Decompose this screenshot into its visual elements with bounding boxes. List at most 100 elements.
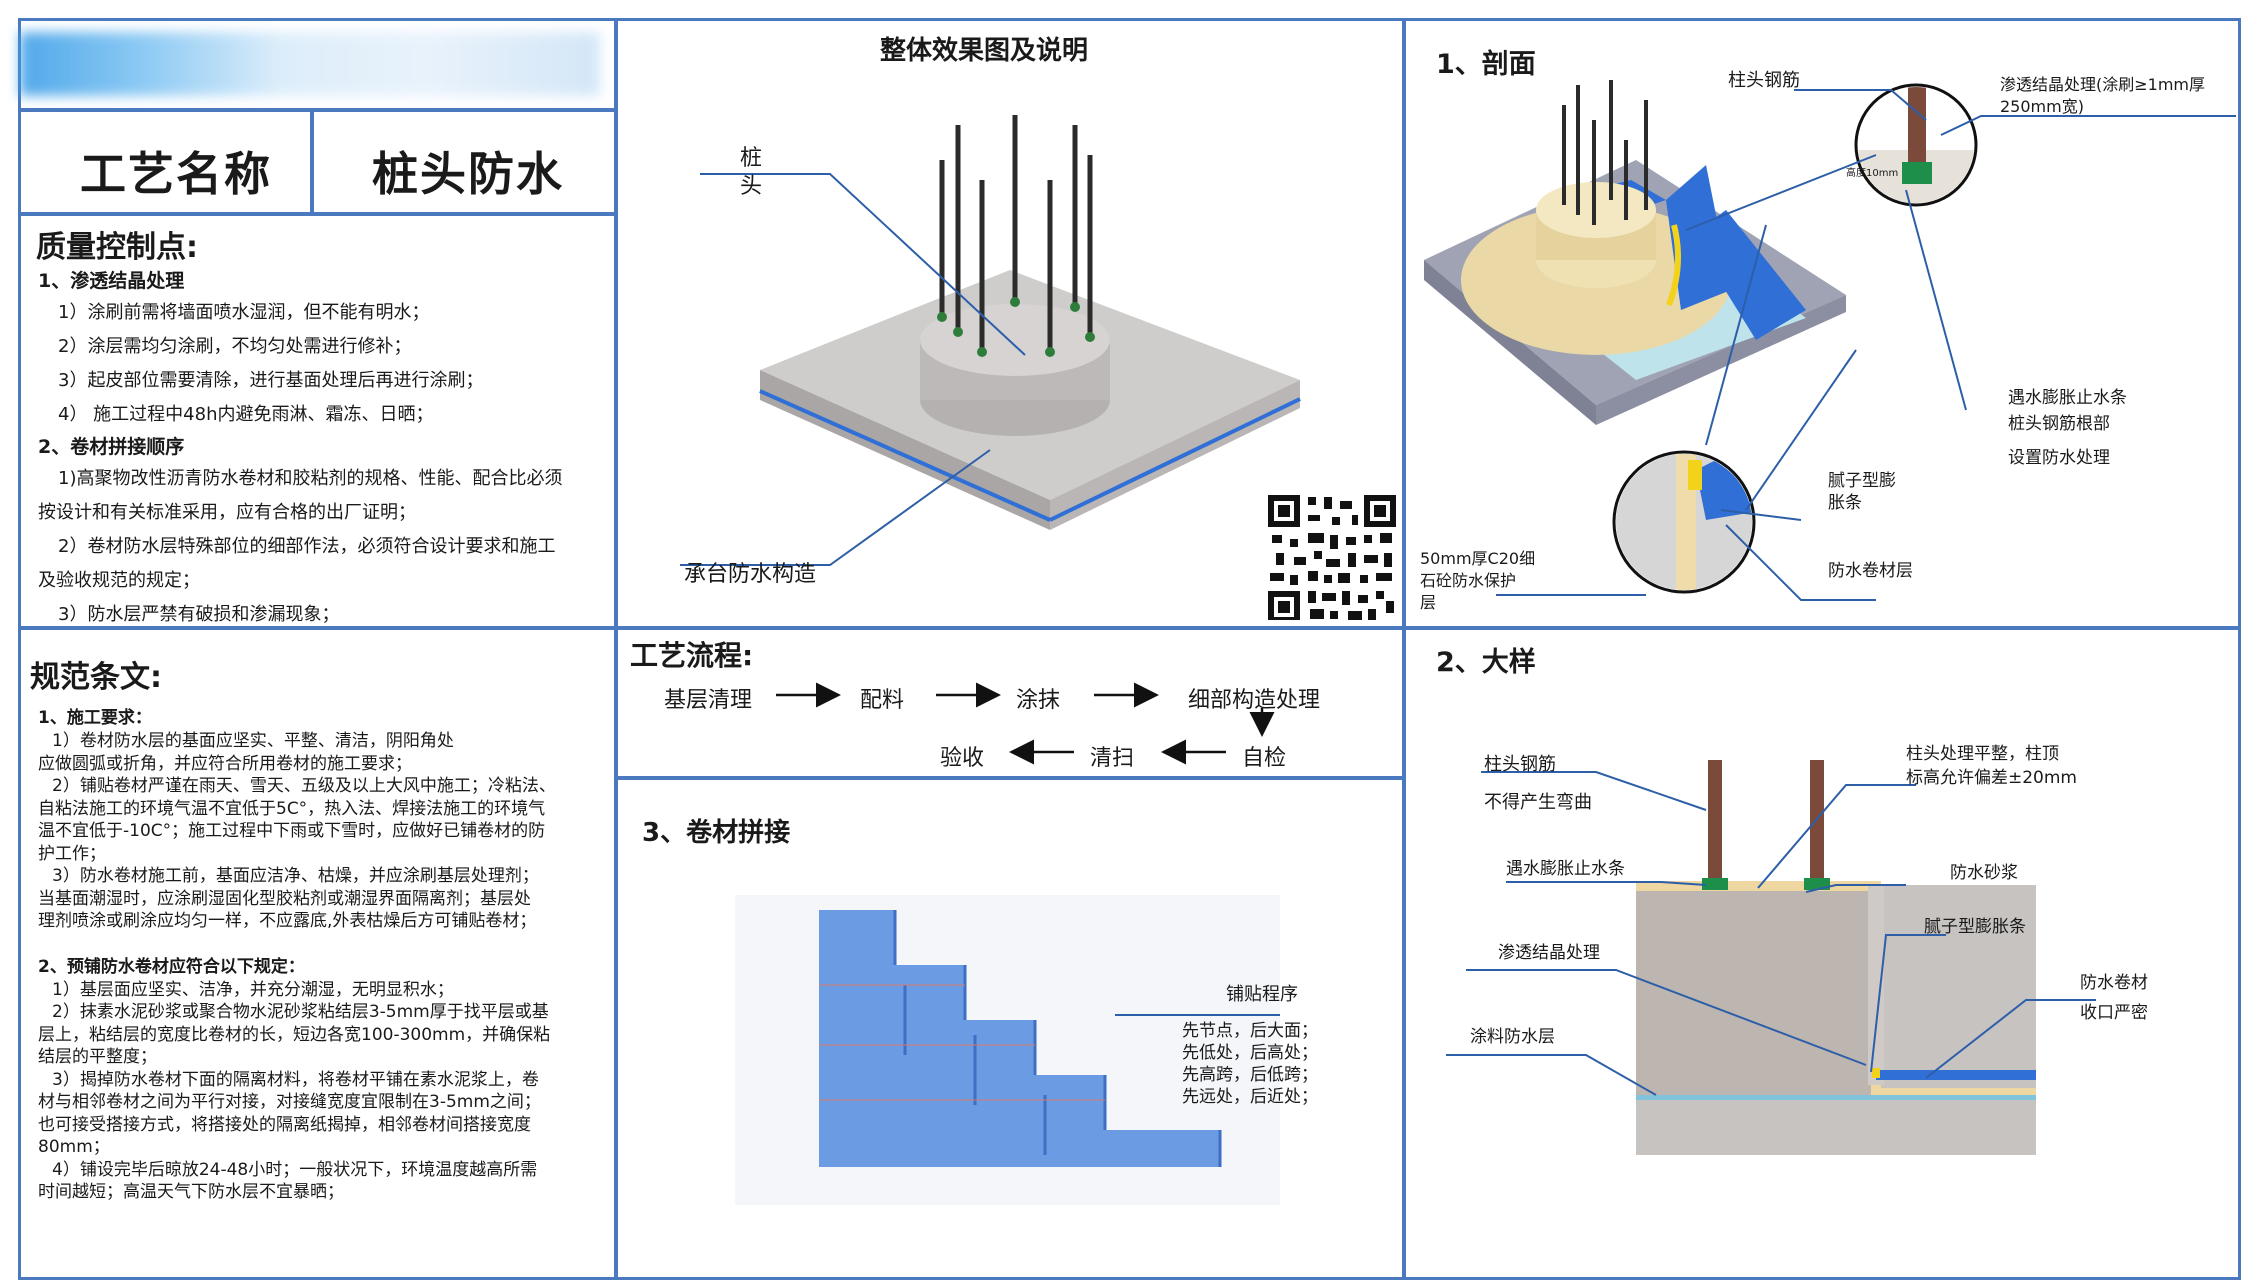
section-rebar-label: 柱头钢筋	[1728, 70, 1800, 91]
section-protect-line: 层	[1420, 593, 1437, 612]
spec-line: 材与相邻卷材之间为平行对接，对接缝宽度宜限制在3-5mm之间；	[38, 1092, 541, 1112]
flow-under	[614, 776, 1404, 780]
process-name-label: 工艺名称	[80, 147, 272, 201]
section-protect-label: 50mm厚C20细 石砼防水保护 层	[1420, 548, 1535, 614]
detail-crystal-label: 渗透结晶处理	[1498, 943, 1600, 963]
section-height-tag: 高度10mm	[1846, 168, 1899, 179]
detail-rebar-label: 柱头钢筋 不得产生弯曲	[1484, 746, 1592, 822]
flow-step-base-clean: 基层清理	[664, 688, 753, 713]
spec-s2-title: 2、预铺防水卷材应符合以下规定：	[38, 956, 305, 977]
spec-line: 应做圆弧或折角，并应符合所用卷材的施工要求；	[38, 753, 412, 774]
spec-s1-title: 1、施工要求：	[38, 708, 152, 728]
detail-mortar-label: 防水砂浆	[1950, 863, 2018, 883]
flow-step-selfcheck: 自检	[1242, 746, 1287, 771]
section-putty-label: 腻子型膨 胀条	[1828, 470, 1896, 514]
spec-line: 结层的平整度；	[38, 1047, 157, 1067]
section-crystal-line: 渗透结晶处理(涂刷≥1mm厚	[2000, 75, 2206, 94]
detail-swell-label: 遇水膨胀止水条	[1506, 859, 1625, 879]
detail-rebar-line: 不得产生弯曲	[1484, 792, 1592, 813]
spec-heading: 规范条文:	[30, 660, 162, 695]
spec-body: 1、施工要求： 1）卷材防水层的基面应坚实、平整、清洁，阴阳角处 应做圆弧或折角…	[38, 706, 610, 1204]
section-swell-label: 遇水膨胀止水条 桩头钢筋根部 设置防水处理	[2008, 385, 2127, 471]
detail-top-line: 柱头处理平整，柱顶	[1906, 744, 2059, 764]
detail-membrane-label: 防水卷材 收口严密	[2080, 968, 2148, 1028]
cap-label: 承台防水构造	[684, 562, 817, 587]
joint-proc-list: 先节点，后大面； 先低处，后高处； 先高跨，后低跨； 先远处，后近处；	[1182, 1020, 1318, 1108]
joint-proc-title: 铺贴程序	[1226, 984, 1298, 1005]
quality-s1-item: 2）涂层需均匀涂刷，不均匀处需进行修补；	[58, 336, 412, 357]
detail-title: 2、大样	[1436, 647, 1536, 678]
divider-col2	[1402, 18, 1406, 1280]
spec-line: 80mm；	[38, 1137, 110, 1157]
section-crystal-label: 渗透结晶处理(涂刷≥1mm厚 250mm宽)	[2000, 74, 2205, 118]
frame-top	[18, 18, 2240, 21]
spec-line: 2）铺贴卷材严谨在雨天、雪天、五级及以上大风中施工；冷粘法、	[52, 776, 556, 796]
pile-head-label-1: 桩	[740, 146, 763, 171]
frame-left	[18, 18, 21, 1280]
quality-heading: 质量控制点:	[36, 230, 198, 265]
title-under	[18, 212, 616, 216]
section-swell-line: 设置防水处理	[2008, 448, 2110, 468]
detail-top-line: 标高允许偏差±20mm	[1906, 768, 2077, 788]
section-putty-line: 腻子型膨	[1828, 471, 1896, 491]
joint-proc-line: 先节点，后大面；	[1182, 1021, 1318, 1041]
spec-line: 层上，粘结层的宽度比卷材的长，短边各宽100-300mm，并确保粘	[38, 1024, 551, 1045]
detail-membrane-line: 防水卷材	[2080, 973, 2148, 993]
joint-title: 3、卷材拼接	[642, 818, 791, 848]
section-membrane-label: 防水卷材层	[1828, 561, 1913, 581]
joint-proc-line: 先低处，后高处；	[1182, 1043, 1318, 1063]
blurred-logo-banner	[20, 32, 600, 96]
flow-arrows	[776, 682, 1275, 765]
flow-step-sweep: 清扫	[1090, 746, 1135, 771]
quality-s1-item: 4） 施工过程中48h内避免雨淋、霜冻、日晒；	[58, 404, 434, 425]
quality-s2-item: 2）卷材防水层特殊部位的细部作法，必须符合设计要求和施工	[58, 536, 556, 557]
spec-line: 理剂喷涂或刷涂应均匀一样，不应露底,外表枯燥后方可铺贴卷材；	[38, 911, 537, 931]
spec-line: 当基面潮湿时，应涂刷湿固化型胶粘剂或潮湿界面隔离剂；基层处	[38, 888, 531, 909]
detail-putty-label: 腻子型膨胀条	[1924, 917, 2026, 937]
quality-s2-item: 1)高聚物改性沥青防水卷材和胶粘剂的规格、性能、配合比必须	[58, 468, 563, 489]
joint-steps-render	[735, 895, 1280, 1205]
quality-s1-title: 1、渗透结晶处理	[38, 270, 185, 292]
section-protect-line: 石砼防水保护	[1420, 571, 1517, 590]
frame-bottom	[18, 1277, 2240, 1280]
section-render	[1424, 80, 2236, 601]
spec-line: 温不宜低于-10C°；施工过程中下雨或下雪时，应做好已铺卷材的防	[38, 821, 546, 841]
joint-proc-line: 先高跨，后低跨；	[1182, 1065, 1318, 1085]
detail-rebar-line: 柱头钢筋	[1484, 754, 1556, 775]
quality-s2-item: 按设计和有关标准采用，应有合格的出厂证明；	[38, 502, 416, 523]
flow-step-accept: 验收	[940, 746, 985, 771]
title-divider	[310, 108, 314, 214]
pile-head-label-2: 头	[740, 174, 763, 199]
quality-s2-item: 3）防水层严禁有破损和渗漏现象；	[58, 604, 340, 625]
detail-coating-label: 涂料防水层	[1470, 1027, 1555, 1047]
flow-step-apply: 涂抹	[1016, 688, 1061, 713]
section-protect-line: 50mm厚C20细	[1420, 549, 1536, 568]
detail-top-label: 柱头处理平整，柱顶 标高允许偏差±20mm	[1906, 742, 2077, 790]
divider-col1	[614, 18, 618, 1280]
process-name-value: 桩头防水	[372, 147, 564, 201]
section-crystal-line: 250mm宽)	[2000, 97, 2084, 116]
header-under	[18, 108, 616, 112]
spec-line: 时间越短；高温天气下防水层不宜暴晒；	[38, 1182, 344, 1202]
frame-right	[2238, 18, 2241, 1280]
spec-line: 2）抹素水泥砂浆或聚合物水泥砂浆粘结层3-5mm厚于找平层或基	[52, 1002, 549, 1022]
quality-s2-title: 2、卷材拼接顺序	[38, 436, 185, 458]
section-swell-line: 桩头钢筋根部	[2008, 414, 2110, 434]
overall-title: 整体效果图及说明	[880, 36, 1089, 66]
spec-line: 1）卷材防水层的基面应坚实、平整、清洁，阴阳角处	[52, 731, 454, 751]
overall-render	[680, 115, 1396, 620]
quality-s2-item: 及验收规范的规定；	[38, 570, 200, 591]
section-title: 1、剖面	[1436, 49, 1536, 80]
spec-line: 4）铺设完毕后晾放24-48小时；一般状况下，环境温度越高所需	[52, 1159, 538, 1180]
detail-membrane-line: 收口严密	[2080, 1003, 2148, 1023]
spec-line: 自粘法施工的环境气温不宜低于5C°，热入法、焊接法施工的环境气	[38, 798, 546, 819]
quality-s1-item: 1）涂刷前需将墙面喷水湿润，但不能有明水；	[58, 302, 430, 323]
spec-line: 1）基层面应坚实、洁净，并充分潮湿，无明显积水；	[52, 979, 454, 1000]
section-swell-line: 遇水膨胀止水条	[2008, 388, 2127, 408]
quality-section-1: 1、渗透结晶处理 1）涂刷前需将墙面喷水湿润，但不能有明水； 2）涂层需均匀涂刷…	[38, 266, 608, 632]
flow-step-mix: 配料	[860, 688, 905, 713]
spec-line: 3）防水卷材施工前，基面应洁净、枯燥，并应涂刷基层处理剂；	[52, 866, 539, 886]
detail-render	[1446, 760, 2096, 1155]
flow-step-detail: 细部构造处理	[1188, 688, 1321, 713]
spec-line: 3）揭掉防水卷材下面的隔离材料，将卷材平铺在素水泥浆上，卷	[52, 1069, 539, 1090]
